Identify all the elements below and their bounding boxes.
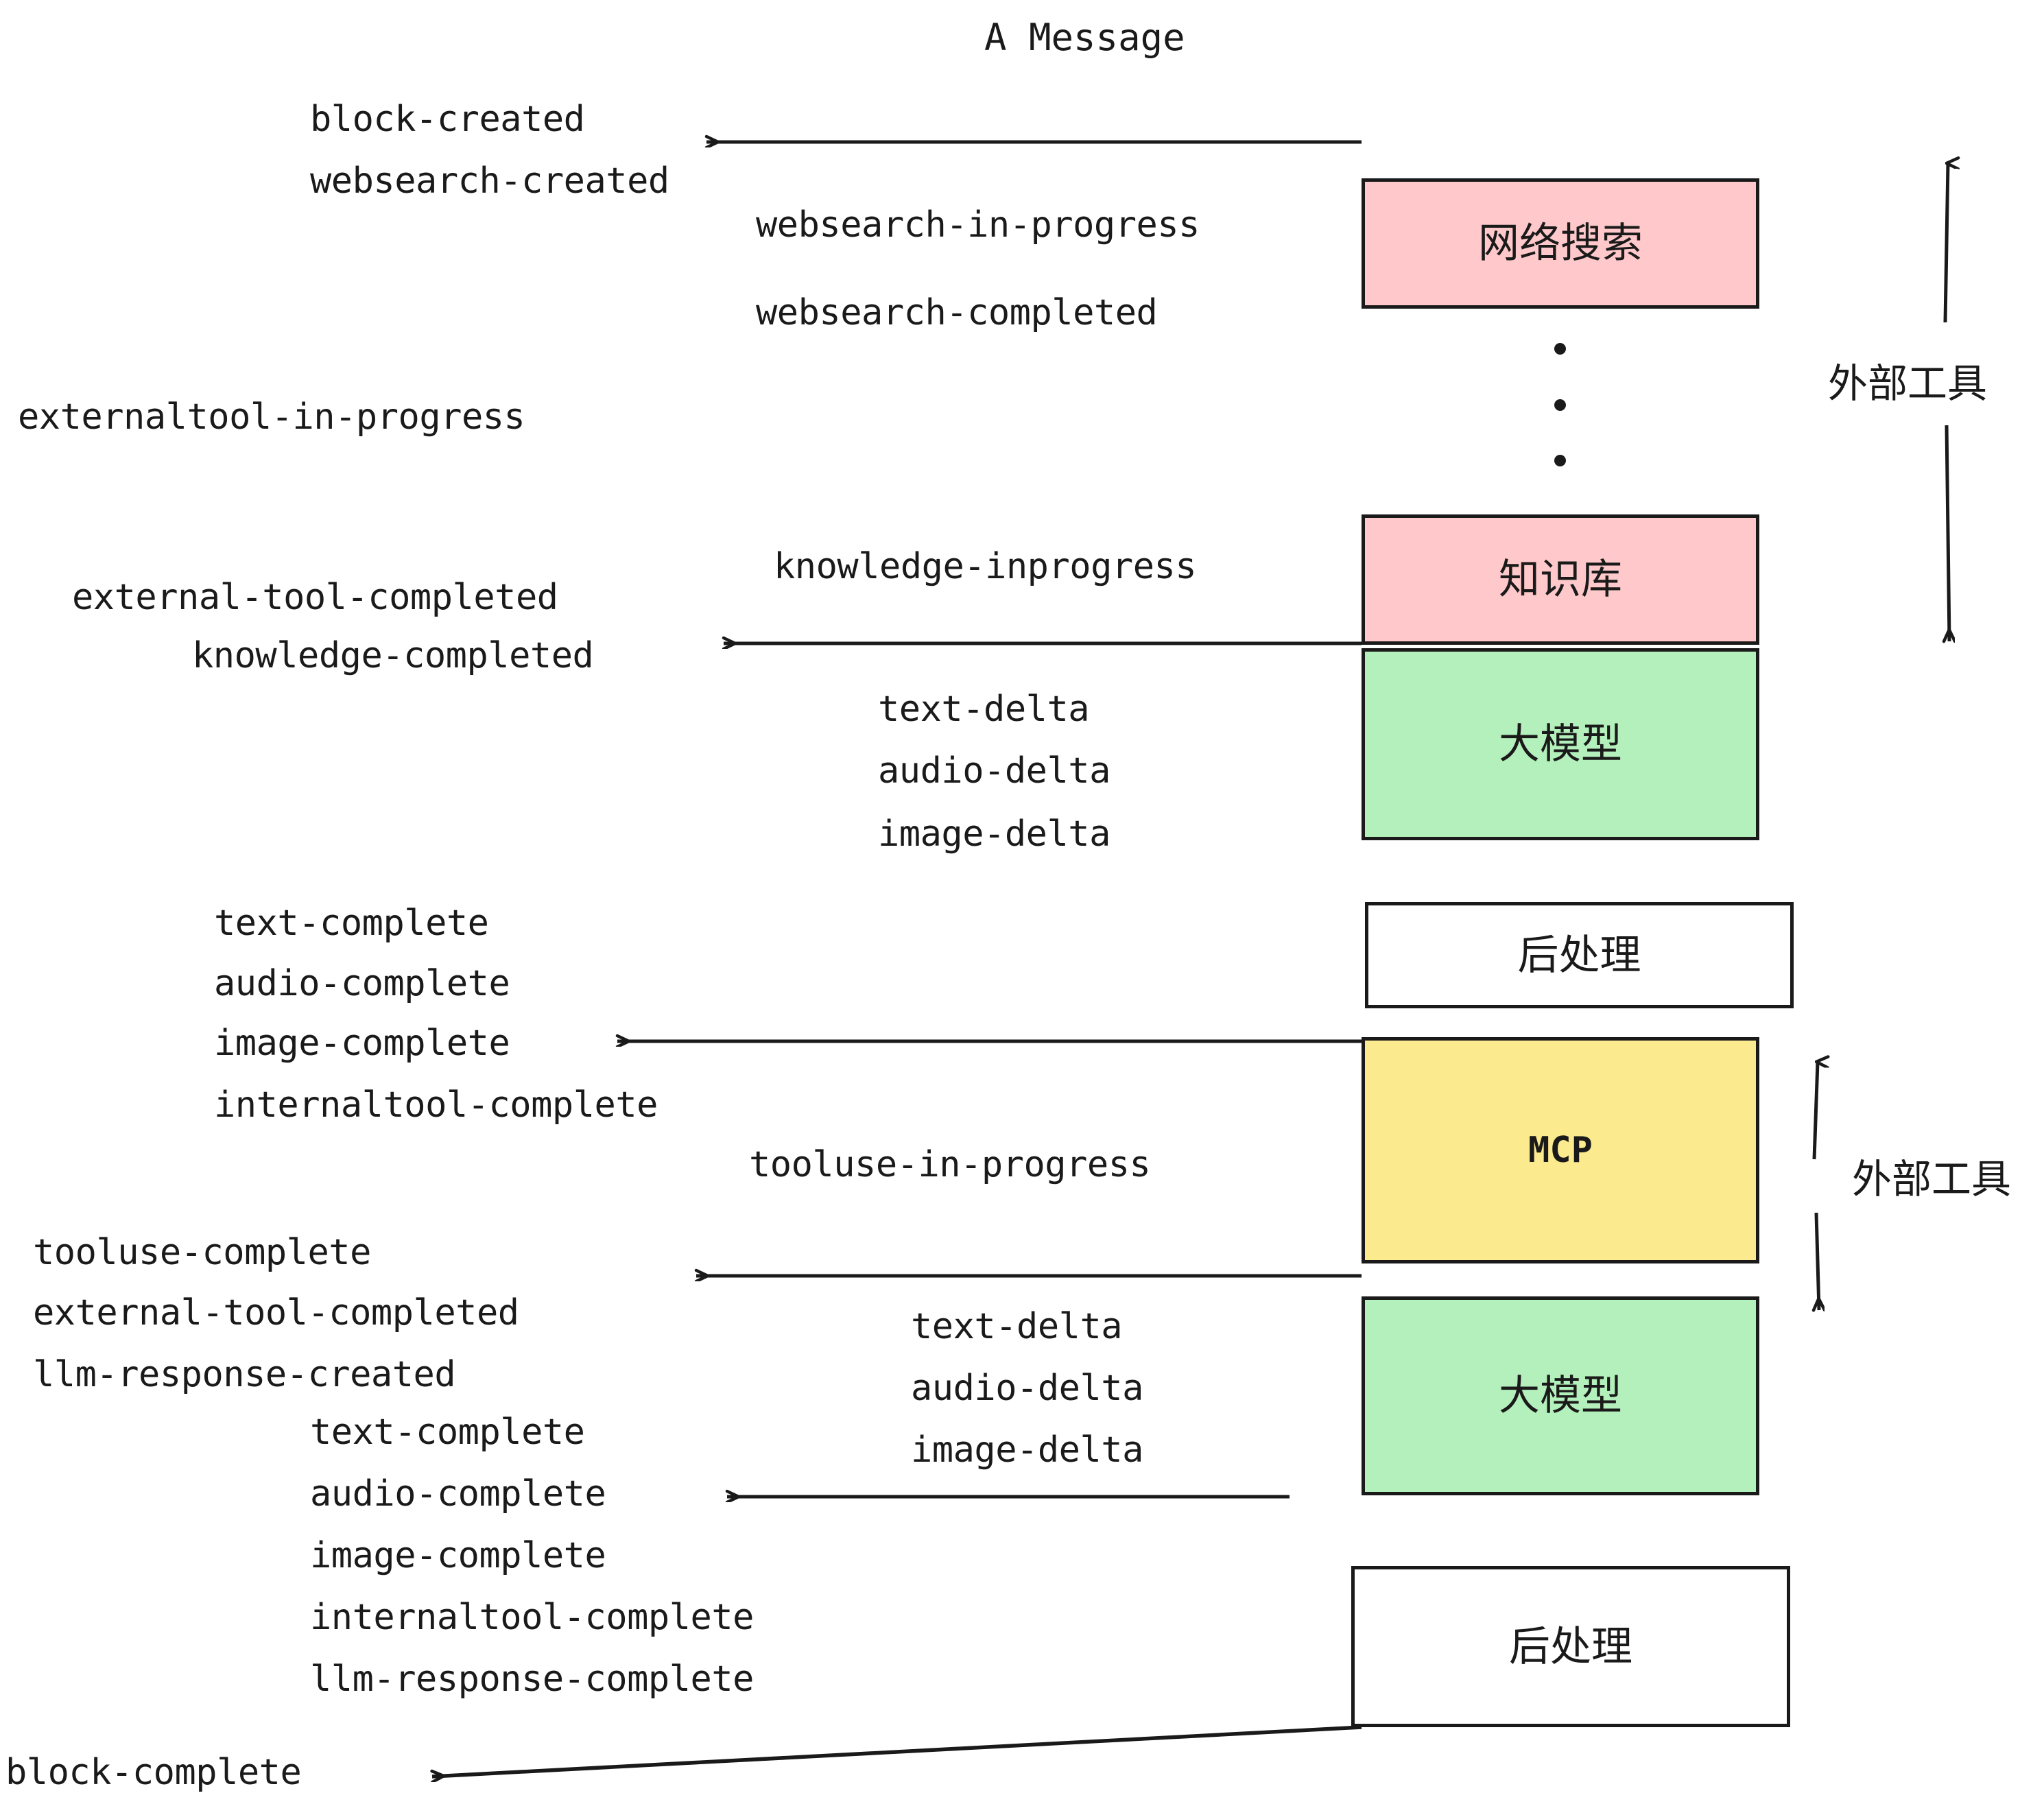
ellipsis-dot [1554,399,1566,411]
event-internaltool-complete-2: internaltool-complete [310,1597,754,1638]
event-external-tool-completed-2: external-tool-completed [33,1292,519,1333]
vertical-ellipsis [1554,343,1566,466]
event-text-delta-1: text-delta [878,689,1090,730]
event-audio-complete-2: audio-complete [310,1473,606,1515]
node-mcp[interactable]: MCP [1362,1037,1759,1263]
node-mcp-label: MCP [1528,1130,1593,1171]
event-internaltool-complete-1: internaltool-complete [214,1084,658,1126]
arrow-postprocess2-to-block-complete [432,1725,1362,1777]
event-block-created: block-created [310,99,585,140]
node-llm-1[interactable]: 大模型 [1362,648,1759,840]
event-knowledge-inprogress: knowledge-inprogress [774,546,1197,587]
event-websearch-completed: websearch-completed [756,292,1158,333]
external-tool-bottom-down-arrow [1816,1212,1819,1310]
node-llm-2[interactable]: 大模型 [1362,1296,1759,1495]
event-image-complete-1: image-complete [214,1023,510,1064]
event-block-complete: block-complete [5,1752,302,1793]
event-external-tool-completed-1: external-tool-completed [72,577,558,618]
event-image-delta-1: image-delta [878,814,1110,855]
external-tool-top-up-arrow [1943,163,1948,323]
external-tool-top-down-arrow [1947,425,1949,641]
event-tooluse-complete: tooluse-complete [33,1232,371,1273]
node-websearch-label: 网络搜索 [1478,219,1643,268]
external-tool-bottom-up-arrow [1812,1062,1818,1160]
group-label-external-tool-top: 外部工具 [1828,360,1988,407]
event-websearch-created: websearch-created [310,161,669,202]
event-audio-complete-1: audio-complete [214,963,510,1004]
event-image-delta-2: image-delta [911,1429,1143,1471]
node-knowledge[interactable]: 知识库 [1362,514,1759,645]
event-text-complete-1: text-complete [214,903,489,944]
node-postprocess-1[interactable]: 后处理 [1365,902,1794,1008]
event-externaltool-in-progress: externaltool-in-progress [18,396,525,438]
ellipsis-dot [1554,343,1566,355]
node-llm-1-label: 大模型 [1499,720,1622,768]
node-websearch[interactable]: 网络搜索 [1362,178,1759,309]
node-postprocess-1-label: 后处理 [1517,931,1641,980]
node-postprocess-2-label: 后处理 [1509,1622,1632,1671]
node-llm-2-label: 大模型 [1499,1372,1622,1420]
event-text-delta-2: text-delta [911,1306,1123,1347]
node-knowledge-label: 知识库 [1499,556,1622,604]
event-audio-delta-1: audio-delta [878,750,1110,792]
event-audio-delta-2: audio-delta [911,1368,1143,1409]
event-tooluse-in-progress: tooluse-in-progress [749,1144,1151,1185]
event-image-complete-2: image-complete [310,1535,606,1576]
event-llm-response-complete: llm-response-complete [310,1659,754,1700]
event-websearch-in-progress: websearch-in-progress [756,204,1200,246]
event-llm-response-created: llm-response-created [33,1354,456,1395]
group-label-external-tool-bottom: 外部工具 [1852,1156,2012,1202]
node-postprocess-2[interactable]: 后处理 [1351,1566,1790,1727]
event-text-complete-2: text-complete [310,1412,585,1453]
event-knowledge-completed: knowledge-completed [192,635,594,676]
page-title: A Message [984,16,1185,59]
ellipsis-dot [1554,455,1566,466]
